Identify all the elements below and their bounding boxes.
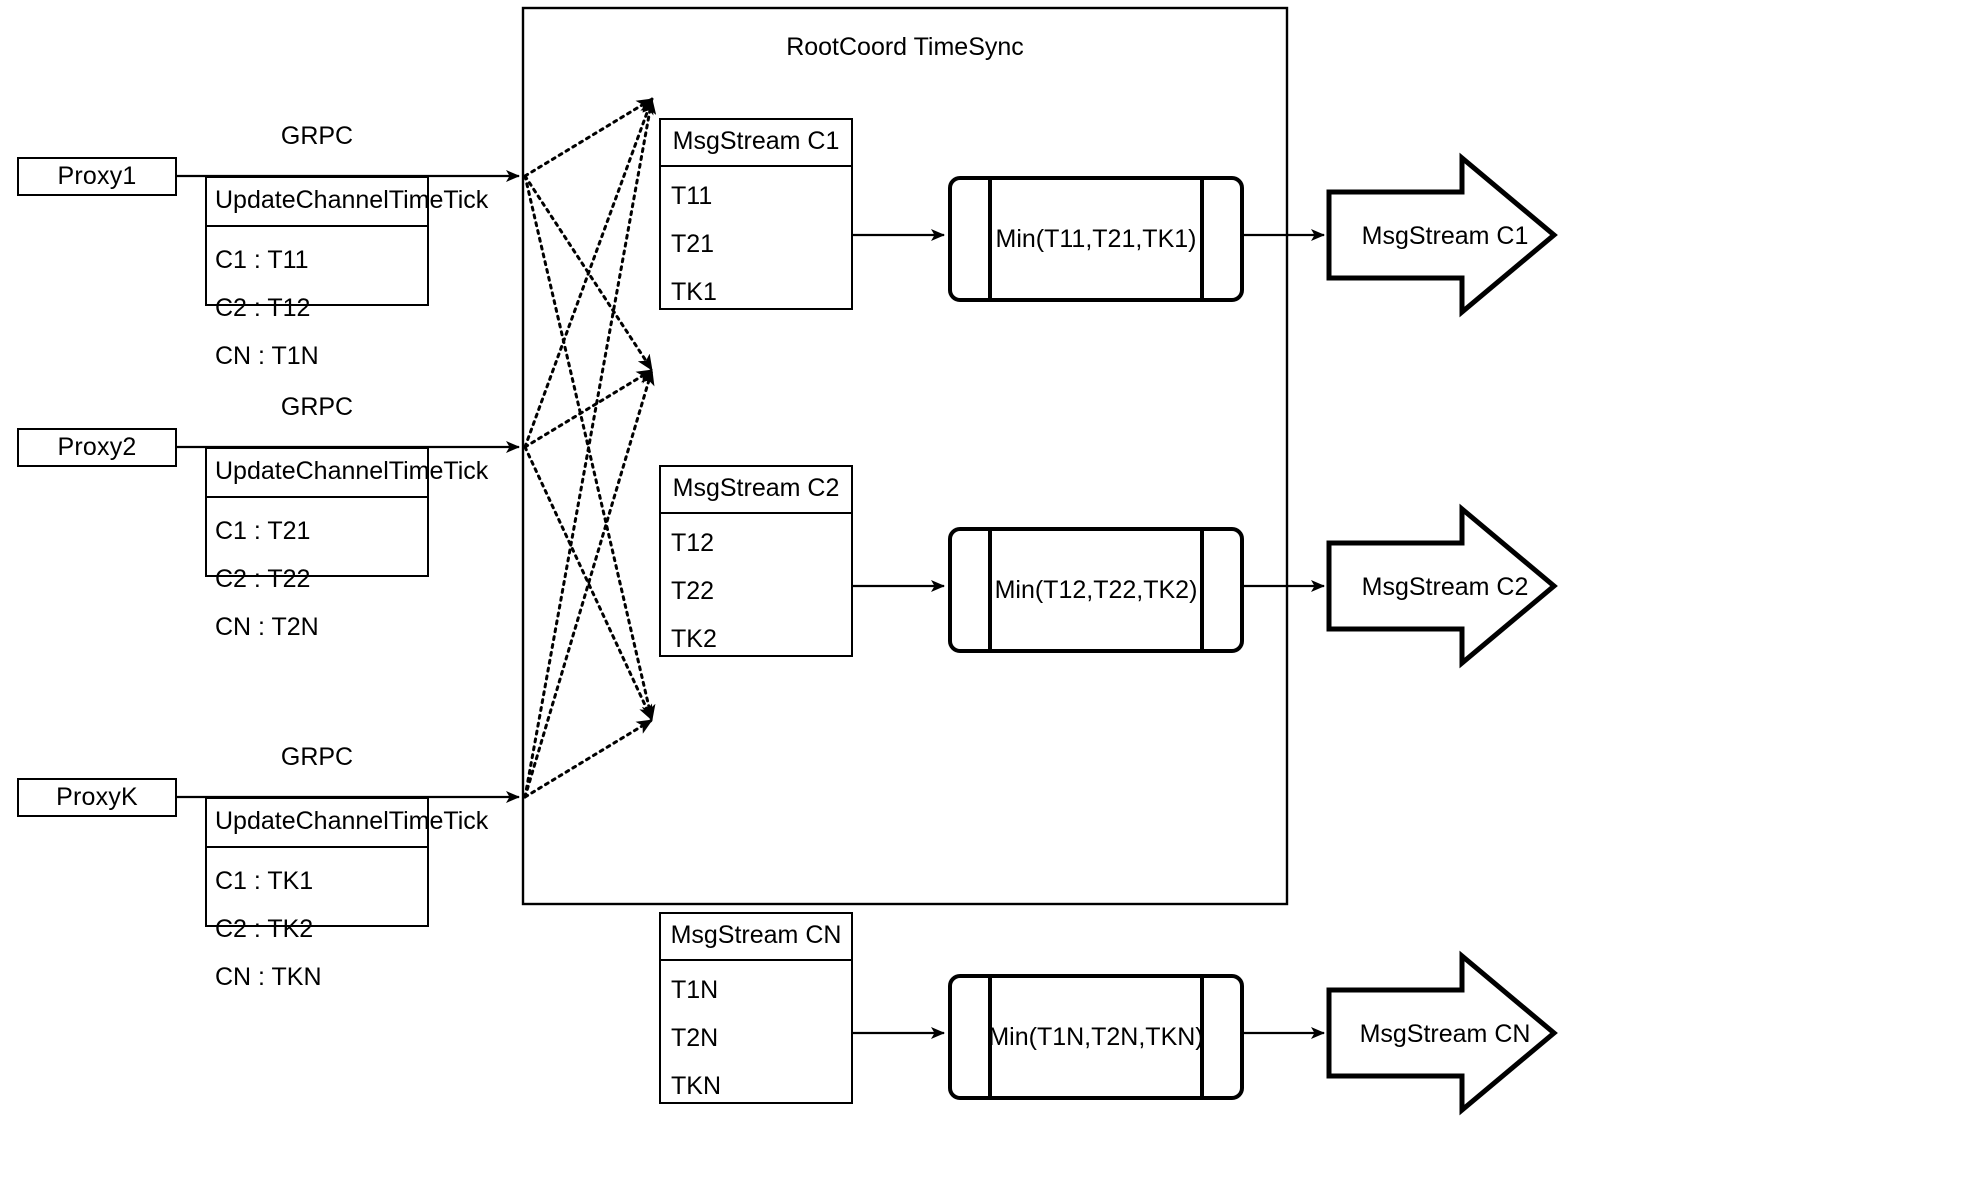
uct-row: C1 : TK1 [215, 867, 314, 895]
min-process-box-1: Min(T11,T21,TK1) [948, 176, 1244, 302]
uct-title-2: UpdateChannelTimeTick [207, 449, 488, 498]
update-channel-timetick-table-1: UpdateChannelTimeTick C1 : T11 C2 : T12 … [205, 176, 488, 370]
grpc-label-3: GRPC [280, 743, 354, 771]
min-label-1: Min(T11,T21,TK1) [995, 224, 1197, 253]
output-arrow-label-1: MsgStream C1 [1361, 222, 1529, 250]
msgstream-row: T11 [671, 182, 713, 210]
msgstream-table-2: MsgStream C2 T12 T22 TK2 [659, 465, 853, 657]
msgstream-table-1: MsgStream C1 T11 T21 TK1 [659, 118, 853, 310]
proxy-label-3: ProxyK [56, 783, 138, 811]
proxy-box-3[interactable]: ProxyK [17, 778, 177, 817]
msgstream-row: T22 [671, 577, 715, 605]
min-label-3: Min(T1N,T2N,TKN) [988, 1022, 1204, 1051]
dotted-p2-c1 [523, 97, 654, 449]
uct-rows-1: C1 : T11 C2 : T12 CN : T1N [207, 227, 427, 389]
update-channel-timetick-table-2: UpdateChannelTimeTick C1 : T21 C2 : T22 … [205, 447, 488, 641]
msgstream-row: T2N [671, 1024, 719, 1052]
uct-rows-2: C1 : T21 C2 : T22 CN : T2N [207, 498, 427, 660]
uct-row: CN : T1N [215, 342, 319, 370]
msgstream-row: T1N [671, 976, 719, 1004]
min-label-2: Min(T12,T22,TK2) [994, 575, 1198, 604]
msgstream-title-3: MsgStream CN [661, 914, 851, 961]
uct-title-3: UpdateChannelTimeTick [207, 799, 488, 848]
dotted-pk-c1 [523, 97, 657, 799]
msgstream-title-1: MsgStream C1 [661, 120, 851, 167]
rootcoord-container-title: RootCoord TimeSync [786, 33, 1024, 61]
uct-title-1: UpdateChannelTimeTick [207, 178, 488, 227]
output-arrow-label-2: MsgStream C2 [1361, 573, 1529, 601]
msgstream-row: TK1 [671, 278, 717, 306]
uct-row: C2 : T12 [215, 294, 311, 322]
msgstream-rows-2: T12 T22 TK2 [661, 514, 851, 670]
dotted-p1-cn [523, 174, 656, 722]
msgstream-row: TK2 [671, 625, 717, 653]
msgstream-rows-1: T11 T21 TK1 [661, 167, 851, 323]
process-bar-right-3 [1200, 978, 1204, 1096]
process-bar-left-3 [988, 978, 992, 1096]
min-process-box-3: Min(T1N,T2N,TKN) [948, 974, 1244, 1100]
process-bar-right-2 [1200, 531, 1204, 649]
dotted-p1-c1 [523, 97, 654, 178]
msgstream-rows-3: T1N T2N TKN [661, 961, 851, 1117]
dotted-p2-c2 [523, 368, 654, 449]
dotted-p1-c2 [523, 174, 654, 372]
dotted-pk-c2 [523, 368, 655, 799]
output-arrow-label-3: MsgStream CN [1359, 1020, 1531, 1048]
uct-row: C1 : T11 [215, 246, 309, 274]
uct-row: CN : T2N [215, 613, 319, 641]
min-process-box-2: Min(T12,T22,TK2) [948, 527, 1244, 653]
msgstream-title-2: MsgStream C2 [661, 467, 851, 514]
uct-row: C2 : TK2 [215, 915, 314, 943]
proxy-box-2[interactable]: Proxy2 [17, 428, 177, 467]
process-bar-right-1 [1200, 180, 1204, 298]
uct-rows-3: C1 : TK1 C2 : TK2 CN : TKN [207, 848, 427, 1010]
update-channel-timetick-table-3: UpdateChannelTimeTick C1 : TK1 C2 : TK2 … [205, 797, 488, 991]
msgstream-row: TKN [671, 1072, 721, 1100]
msgstream-row: T21 [671, 230, 715, 258]
rootcoord-container [521, 6, 1289, 906]
dotted-pk-cn [523, 718, 654, 799]
uct-row: CN : TKN [215, 963, 322, 991]
proxy-box-1[interactable]: Proxy1 [17, 157, 177, 196]
grpc-label-2: GRPC [280, 393, 354, 421]
dotted-p2-cn [523, 445, 654, 722]
process-bar-left-1 [988, 180, 992, 298]
process-bar-left-2 [988, 531, 992, 649]
proxy-label-2: Proxy2 [57, 433, 137, 461]
msgstream-table-3: MsgStream CN T1N T2N TKN [659, 912, 853, 1104]
uct-row: C1 : T21 [215, 517, 311, 545]
proxy-label-1: Proxy1 [57, 162, 137, 190]
msgstream-row: T12 [671, 529, 715, 557]
grpc-label-1: GRPC [280, 122, 354, 150]
uct-row: C2 : T22 [215, 565, 311, 593]
